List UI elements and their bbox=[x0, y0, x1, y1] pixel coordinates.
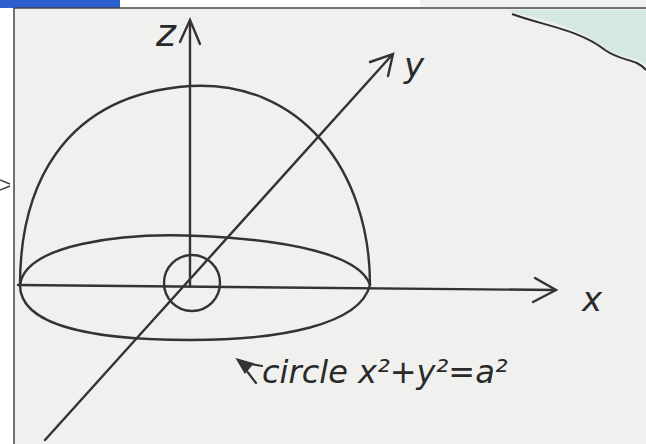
scribble bbox=[512, 14, 646, 70]
frame-edge bbox=[14, 7, 646, 9]
top-strip bbox=[120, 0, 420, 8]
axis-label: z bbox=[156, 14, 176, 52]
sketch-lines bbox=[18, 20, 556, 440]
callout-label: circle x²+y²=a² bbox=[262, 356, 508, 388]
arrowhead bbox=[180, 20, 200, 44]
pointer-head bbox=[238, 360, 252, 372]
x-axis bbox=[18, 285, 555, 290]
z-axis bbox=[189, 22, 191, 285]
left-strip bbox=[0, 0, 14, 444]
origin-circle bbox=[164, 255, 220, 311]
axis-label: x bbox=[582, 282, 602, 316]
frame-edge bbox=[13, 8, 15, 444]
arrowhead bbox=[370, 54, 393, 76]
blue-corner bbox=[0, 0, 120, 8]
arrowhead bbox=[533, 278, 556, 302]
partial-arrow bbox=[0, 180, 10, 190]
axis-label: y bbox=[404, 48, 424, 82]
